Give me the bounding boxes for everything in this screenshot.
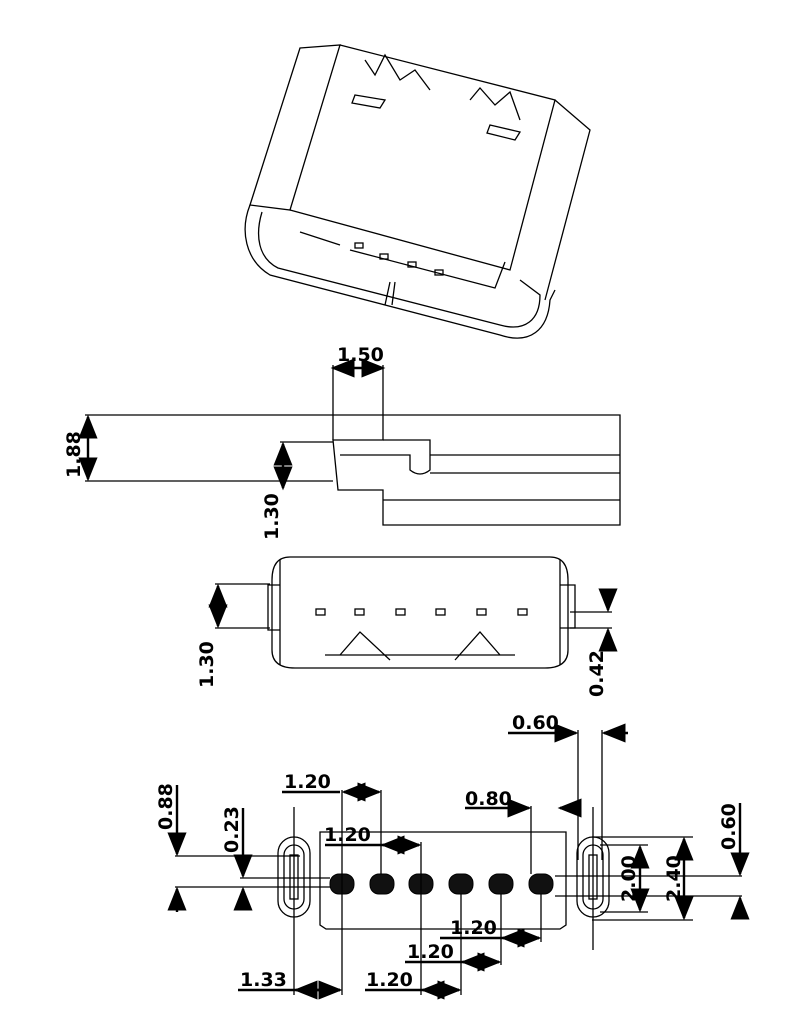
side-view: 1.50 1.88 1.30 <box>63 344 621 540</box>
dim-height-total: 1.88 <box>63 431 85 478</box>
front-view: 1.30 0.42 <box>196 556 618 697</box>
isometric-view <box>244 44 591 339</box>
dim-pitch-1: 1.20 <box>284 771 331 793</box>
dim-pad-height: 0.60 <box>718 803 740 850</box>
dim-pad-offset: 0.23 <box>221 806 243 853</box>
dim-slot-inner: 2.00 <box>618 855 640 902</box>
dim-pitch-3: 1.20 <box>450 917 497 939</box>
dim-edge-to-pad: 1.33 <box>240 969 287 991</box>
footprint-view: 0.60 0.80 1.20 1.20 1.20 1.20 1.20 1.33 … <box>155 712 750 1000</box>
dim-height-body: 1.30 <box>261 493 283 540</box>
contact <box>315 608 326 616</box>
dim-pitch-5: 1.20 <box>366 969 413 991</box>
dim-slot-outer: 2.40 <box>663 855 685 902</box>
dim-slot-gap: 0.80 <box>465 788 512 810</box>
dim-slot-height: 0.88 <box>155 783 177 830</box>
dim-pitch-4: 1.20 <box>407 941 454 963</box>
dim-slot-offset-right: 0.60 <box>512 712 559 734</box>
dim-pitch-2: 1.20 <box>324 824 371 846</box>
dim-front-offset: 0.42 <box>586 650 608 697</box>
dim-width-top: 1.50 <box>337 344 384 366</box>
dim-front-height: 1.30 <box>196 641 218 688</box>
